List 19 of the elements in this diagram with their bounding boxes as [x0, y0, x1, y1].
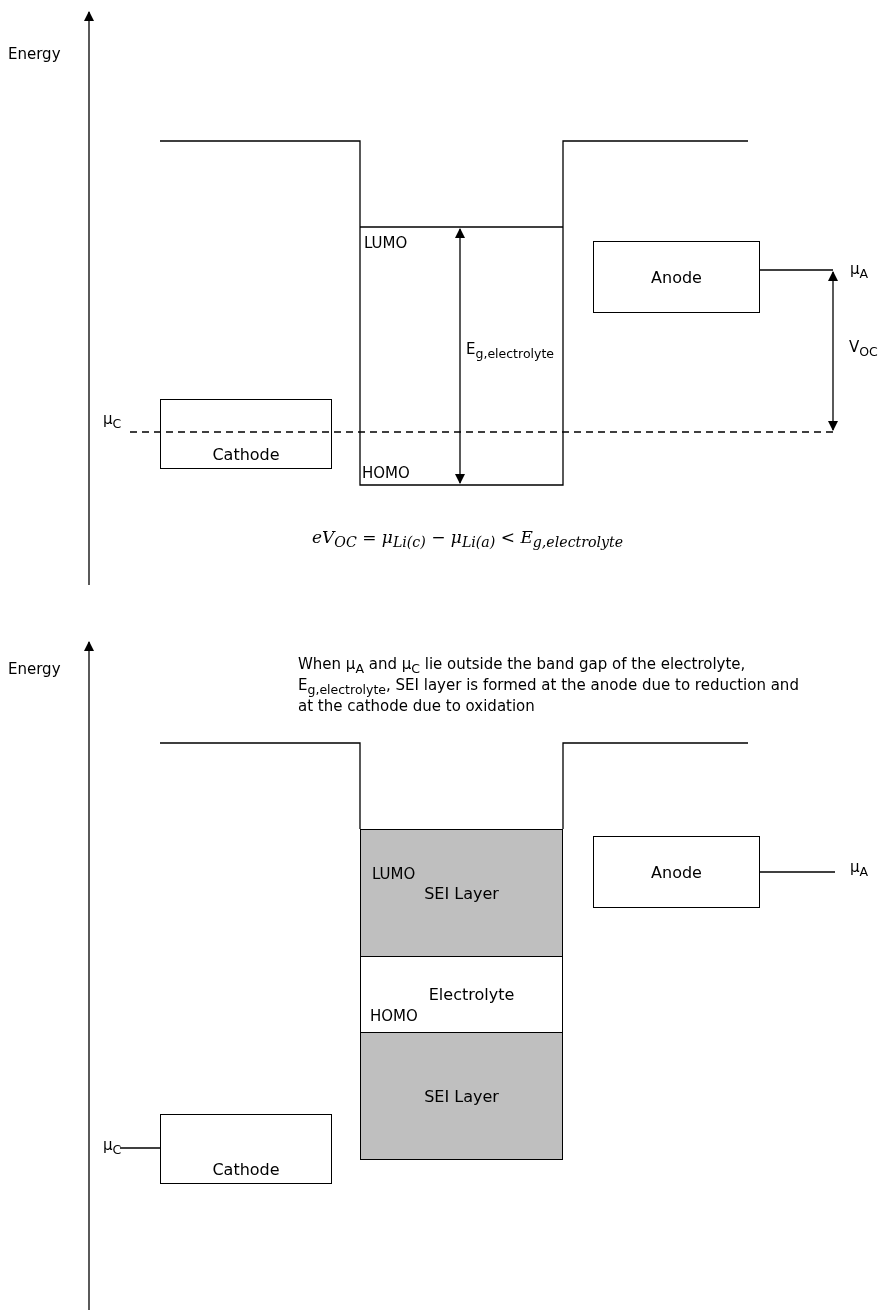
level-label: LUMO	[364, 234, 408, 252]
electrode-box: Cathode	[160, 399, 332, 469]
axis-label: Energy	[8, 45, 61, 63]
explanation-text: When μ$_{A}$ and μ$_{C}$ lie outside the band gap of the electrolyte, E$_{g,electrolyte}$, SEI layer is formed at the anode due to reduction and at the cathode due to oxidation	[298, 655, 800, 715]
band-gap-label: E$_{g,electrolyte}$	[466, 340, 554, 361]
electrode-box: Cathode	[160, 1114, 332, 1184]
potential-label: μ$_{C}$	[103, 410, 122, 431]
level-label: HOMO	[370, 1007, 418, 1025]
voltage-label: V$_{OC}$	[849, 338, 878, 359]
level-label: LUMO	[372, 865, 416, 883]
level-label: HOMO	[362, 464, 410, 482]
potential-label: μ$_{A}$	[850, 260, 869, 281]
sei-layer-box: SEI Layer	[360, 1032, 563, 1160]
electrode-box: Anode	[593, 836, 760, 908]
axis-label: Energy	[8, 660, 61, 678]
equation: eV$_{OC}$ = μ$_{Li(c)}$ − μ$_{Li(a)}$ < E$_{g,electrolyte}$	[312, 527, 624, 552]
potential-label: μ$_{A}$	[850, 858, 869, 879]
electrode-box: Anode	[593, 241, 760, 313]
potential-label: μ$_{C}$	[103, 1136, 122, 1157]
